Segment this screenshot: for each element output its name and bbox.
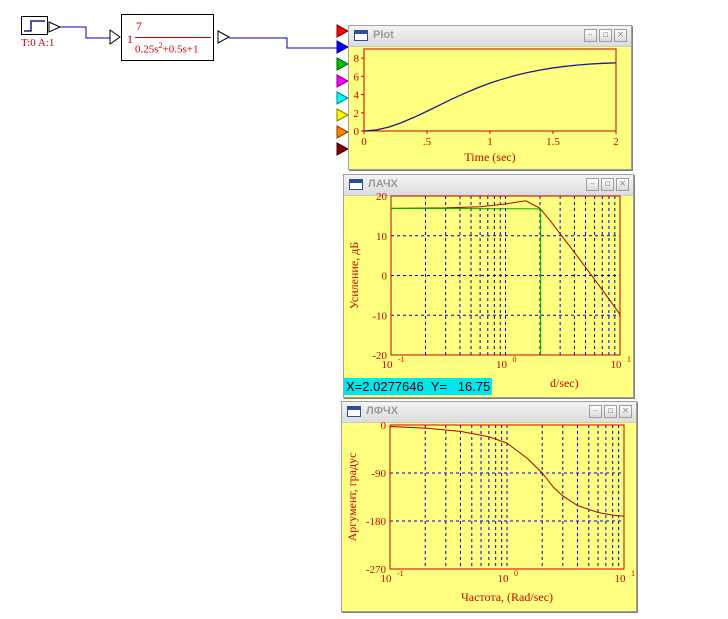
y-tick-label: 0 [381,420,387,432]
x-axis-label: Time (sec) [464,150,515,164]
y-tick-label: 4 [354,90,360,102]
x-tick-label: 0 [361,136,367,148]
plot-title: Plot [373,29,394,41]
step-block-label: T:0 A:1 [21,37,55,49]
x-tick-label: .5 [423,136,432,148]
x-tick-label: 10 [611,359,623,371]
port-magenta [336,74,350,88]
maximize-icon[interactable]: ▫ [599,29,612,42]
lfchx-frame [389,424,625,570]
y-axis-label: Усиление, дБ [347,242,361,309]
x-tick-label: 10 [496,359,508,371]
y-tick-label: 0 [382,271,388,283]
x-tick-exponent: -1 [397,569,404,578]
port-green [336,57,350,71]
y-tick-label: 6 [354,71,360,83]
x-tick-label: 10 [381,573,393,585]
minimize-icon[interactable]: – [584,29,597,42]
port-cyan [336,91,350,105]
cursor-horizontal-line [390,207,541,210]
x-tick-exponent: 1 [631,569,635,578]
tf-output-port [217,30,231,44]
x-tick-label: 10 [382,359,394,371]
x-tick-exponent: -1 [398,355,405,364]
x-tick-label: 1.5 [546,136,560,148]
close-icon[interactable]: × [619,405,632,418]
lachx-title: ЛАЧХ [368,178,398,190]
port-red [336,24,350,38]
x-tick-exponent: 0 [514,569,518,578]
transfer-function-block[interactable]: 1 7 0.25s2+0.5s+1 [121,14,214,61]
y-tick-label: -90 [371,468,386,480]
tf-fraction-bar [135,37,211,38]
window-icon [354,30,368,41]
tf-numerator: 7 [136,19,142,33]
x-tick-exponent: 0 [513,355,517,364]
tf-denominator: 0.25s2+0.5s+1 [135,41,199,56]
window-icon [347,406,361,417]
x-tick-label: 1 [487,136,493,148]
phase-line [389,426,625,517]
magnitude-line [390,200,621,315]
step-block[interactable] [21,16,48,35]
port-yellow [336,108,350,122]
y-tick-label: 10 [376,231,388,243]
tf-input-port [109,29,121,45]
close-icon[interactable]: × [614,29,627,42]
step-response-line [363,62,617,132]
step-output-port [48,21,62,33]
step-icon [24,20,45,32]
y-tick-label: -270 [366,564,387,576]
close-icon[interactable]: × [616,178,629,191]
minimize-icon[interactable]: – [586,178,599,191]
lachx-frame [390,195,621,356]
x-axis-label: Частота, (Rad/sec) [461,590,553,604]
lfchx-titlebar[interactable]: ЛФЧХ – ▫ × [342,402,636,423]
y-tick-label: 8 [354,53,360,65]
x-tick-label: 2 [613,136,619,148]
port-darkred [336,142,350,156]
minimize-icon[interactable]: – [589,405,602,418]
x-tick-label: 10 [498,573,510,585]
plot-frame [363,48,617,132]
maximize-icon[interactable]: ▫ [604,405,617,418]
y-tick-label: -20 [372,350,387,362]
y-tick-label: 20 [376,191,388,203]
port-blue [336,40,350,54]
y-tick-label: -10 [372,310,387,322]
y-tick-label: -180 [366,516,387,528]
cursor-readout: X=2.0277646 Y= 16.75 [344,378,493,395]
lfchx-title: ЛФЧХ [366,405,399,417]
plot-titlebar[interactable]: Plot – ▫ × [349,26,631,47]
window-icon [349,179,363,190]
tf-gain: 1 [127,32,133,46]
scope-input-ports [336,24,350,156]
maximize-icon[interactable]: ▫ [601,178,614,191]
y-tick-label: 0 [354,126,360,138]
x-axis-label: d/sec) [550,376,579,390]
y-tick-label: 2 [354,108,360,120]
x-tick-label: 10 [615,573,627,585]
x-tick-exponent: 1 [627,355,631,364]
port-orange [336,125,350,139]
y-axis-label: Аргумент, градус [345,453,359,542]
